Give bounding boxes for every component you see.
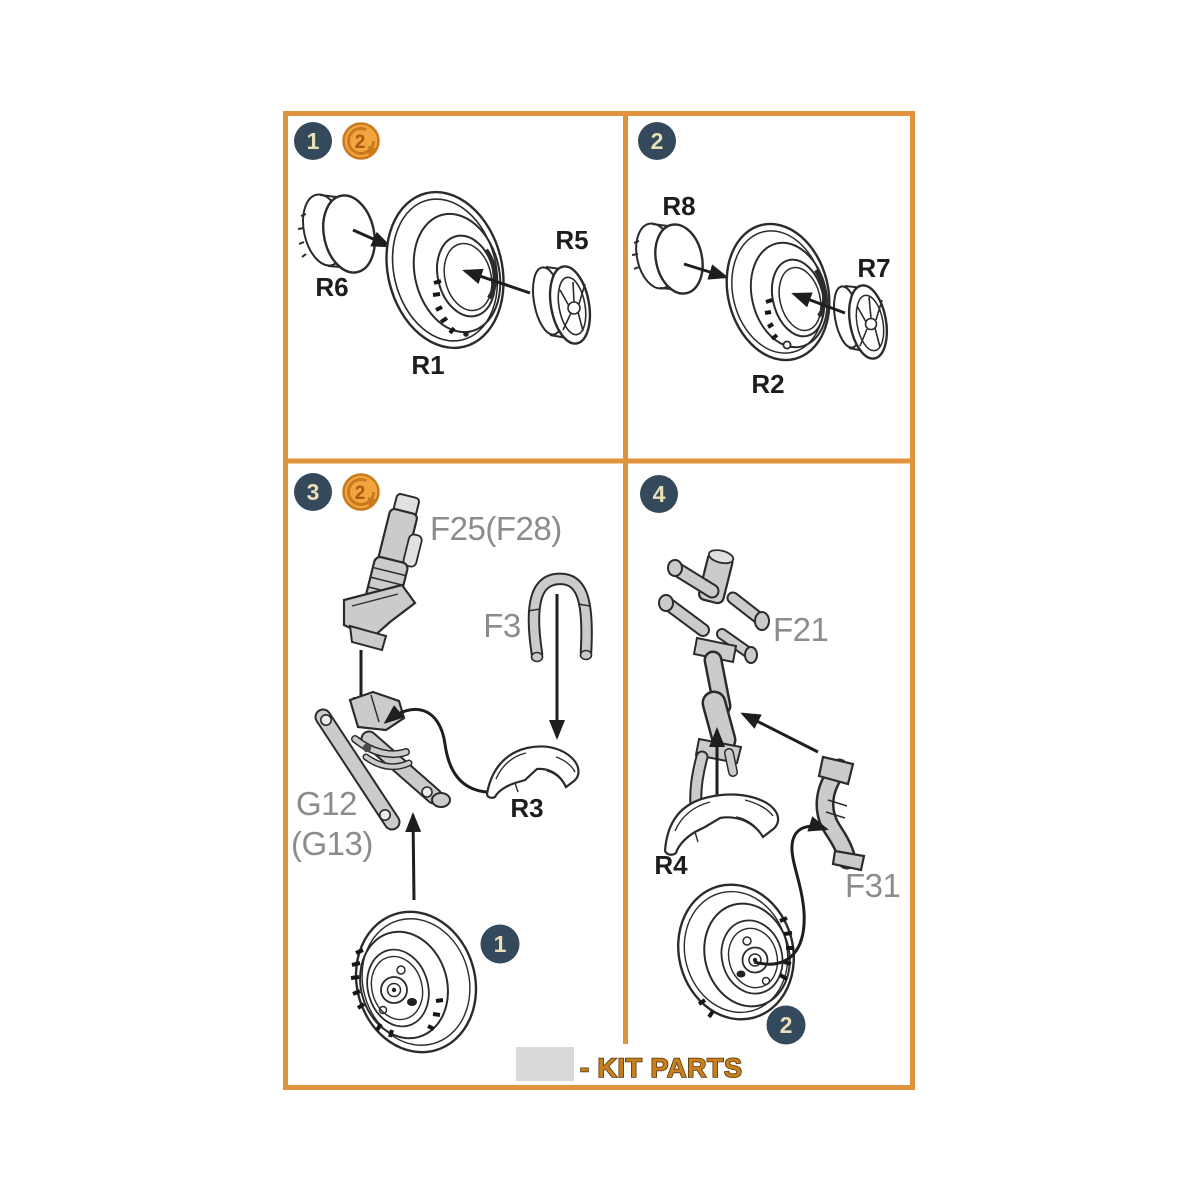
wheel-badge-2-circle bbox=[766, 1005, 806, 1045]
step-badge-4-number: 4 bbox=[653, 481, 666, 507]
part-label-g13: (G13) bbox=[291, 825, 373, 862]
wheel-badge-2-number: 2 bbox=[780, 1012, 793, 1038]
part-r4-mudguard-drawing bbox=[663, 793, 780, 856]
main-wheel-assembly-drawing bbox=[676, 883, 796, 1021]
legend-label: - KIT PARTS bbox=[580, 1053, 743, 1083]
pivot-hole bbox=[362, 743, 372, 753]
repeat-badge-number: 2 bbox=[355, 132, 366, 153]
part-f31-stay-drawing bbox=[815, 755, 866, 872]
part-label-r8: R8 bbox=[662, 191, 695, 221]
part-r7-hub-drawing bbox=[833, 284, 889, 360]
repeat-twice-badge-3: 2 bbox=[342, 473, 380, 511]
part-label-r3: R3 bbox=[510, 793, 543, 823]
part-r1-tire-drawing bbox=[385, 190, 505, 350]
repeat-twice-badge-1: 2 bbox=[342, 122, 380, 160]
part-r5-hub-drawing bbox=[532, 265, 592, 345]
panel-step-4: 4 bbox=[640, 475, 901, 1045]
part-label-f25-f28: F25(F28) bbox=[430, 510, 562, 547]
part-r6-hubcap-drawing bbox=[297, 193, 376, 274]
part-label-r7: R7 bbox=[857, 253, 890, 283]
step-badge-1-number: 1 bbox=[307, 128, 320, 154]
valve-dot bbox=[463, 331, 469, 337]
part-f21-strut-drawing bbox=[658, 549, 770, 814]
step-badge-4: 4 bbox=[640, 475, 678, 513]
part-label-r5: R5 bbox=[555, 225, 588, 255]
assembly-arrow-r6-to-r1 bbox=[352, 228, 392, 248]
part-f3-brace-drawing bbox=[527, 572, 593, 663]
part-f25-strut-drawing bbox=[342, 493, 423, 652]
nose-wheel-assembly-drawing bbox=[350, 910, 478, 1054]
repeat-arrowhead-icon bbox=[368, 497, 378, 509]
kit-parts-legend: - KIT PARTS bbox=[516, 1047, 743, 1084]
part-r3-cover-drawing bbox=[485, 745, 580, 799]
wheel-badge-1-number: 1 bbox=[494, 931, 507, 957]
part-label-f3: F3 bbox=[483, 607, 521, 644]
step-badge-2: 2 bbox=[638, 122, 676, 160]
assembly-arrow-r5-to-r1 bbox=[462, 268, 531, 295]
part-label-f31: F31 bbox=[845, 867, 900, 904]
assembly-arrow-wheel-to-fork bbox=[405, 812, 422, 901]
part-label-r2: R2 bbox=[751, 369, 784, 399]
step-badge-3-number: 3 bbox=[307, 479, 320, 505]
part-label-r6: R6 bbox=[315, 272, 348, 302]
part-r2-tire-drawing bbox=[725, 222, 831, 362]
part-label-g12: G12 bbox=[296, 785, 357, 822]
part-label-r4: R4 bbox=[654, 850, 688, 880]
wheel-badge-1-circle bbox=[480, 924, 520, 964]
wheel-assembly-badge-2: 2 bbox=[766, 1005, 806, 1045]
step-badge-3-circle bbox=[294, 473, 332, 511]
step-badge-4-circle bbox=[640, 475, 678, 513]
step-badge-2-circle bbox=[638, 122, 676, 160]
step-badge-3: 3 bbox=[294, 473, 332, 511]
repeat-arrow-ring-icon bbox=[347, 478, 375, 506]
part-g12-fork-drawing bbox=[314, 690, 451, 831]
panel-step-3: 3 2 bbox=[291, 473, 593, 1054]
wheel-assembly-badge-1: 1 bbox=[480, 924, 520, 964]
panel-step-1: 1 2 bbox=[294, 122, 592, 380]
step-badge-2-number: 2 bbox=[651, 128, 664, 154]
assembly-arrow-f31-to-strut bbox=[740, 712, 819, 754]
assembly-arrow-r8-to-r2 bbox=[683, 262, 729, 280]
assembly-arrow-r7-to-r2 bbox=[791, 292, 846, 315]
step-badge-1-circle bbox=[294, 122, 332, 160]
leader-curve-wheel-to-f31 bbox=[753, 816, 829, 966]
repeat-arrow-ring-icon bbox=[347, 127, 375, 155]
repeat-badge-number: 2 bbox=[355, 483, 366, 504]
valve-hole bbox=[782, 340, 792, 350]
part-label-r1: R1 bbox=[411, 350, 444, 380]
part-label-f21: F21 bbox=[773, 611, 828, 648]
legend-swatch bbox=[516, 1047, 574, 1081]
step-badge-1: 1 bbox=[294, 122, 332, 160]
panel-step-2: 2 R8 R2 R7 bbox=[631, 122, 891, 399]
leader-curve-r3-to-fork bbox=[383, 705, 488, 794]
repeat-arrowhead-icon bbox=[368, 146, 378, 158]
part-r8-hubcap-drawing bbox=[631, 222, 704, 295]
